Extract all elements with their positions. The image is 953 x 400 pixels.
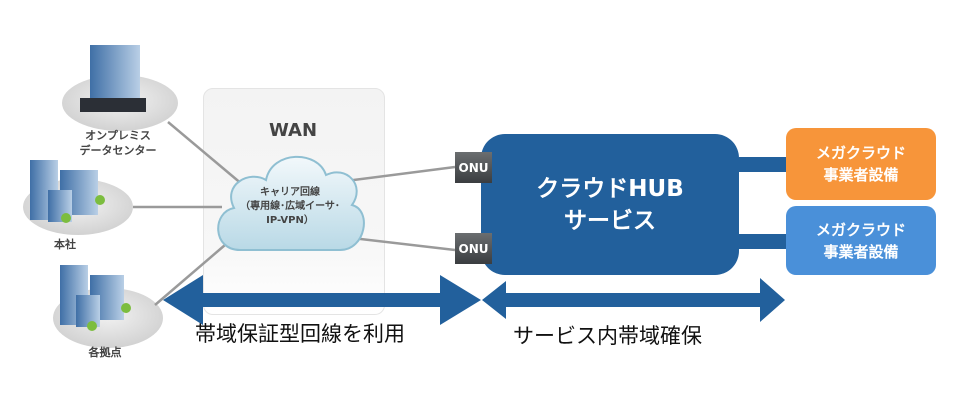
- guaranteed-line-arrow: [163, 275, 481, 325]
- service-bandwidth-caption: サービス内帯域確保: [513, 324, 702, 348]
- carrier-cloud-label: キャリア回線 （専用線･広域イーサ･ IP-VPN）: [215, 186, 365, 228]
- cloud-line: キャリア回線: [260, 187, 320, 198]
- cloud-line: IP-VPN）: [266, 215, 314, 226]
- hub-connector-1: [739, 157, 787, 172]
- mega-cloud-line: 事業者設備: [823, 242, 899, 261]
- datacenter-building-icon: [80, 45, 146, 112]
- link-datacenter: [167, 121, 244, 186]
- onu-box-2: ONU: [455, 233, 492, 264]
- datacenter-label: オンプレミス データセンター: [70, 128, 166, 158]
- datacenter-label-line: オンプレミス: [85, 129, 151, 142]
- onu-box-1: ONU: [455, 152, 492, 183]
- mega-cloud-line: 事業者設備: [823, 166, 899, 184]
- hub-title-line: クラウドHUB: [536, 175, 684, 202]
- branches-building-icon: [60, 265, 131, 331]
- branches-label: 各拠点: [88, 346, 122, 359]
- carrier-cloud-icon: [217, 155, 365, 251]
- service-bandwidth-arrow: [482, 278, 785, 322]
- mega-cloud-line: メガクラウド: [815, 220, 906, 239]
- cloud-hub-service-box: クラウドHUB サービス: [481, 134, 739, 275]
- mega-cloud-provider-box-2: メガクラウド 事業者設備: [786, 206, 936, 275]
- hub-connector-2: [739, 234, 787, 249]
- headquarters-building-icon: [30, 160, 105, 223]
- link-onu-2: [351, 236, 456, 252]
- mega-cloud-provider-box-1: メガクラウド 事業者設備: [786, 128, 936, 200]
- cloud-line: （専用線･広域イーサ･: [240, 201, 340, 212]
- datacenter-label-line: データセンター: [79, 144, 157, 157]
- guaranteed-line-caption: 帯域保証型回線を利用: [195, 322, 405, 346]
- wan-title: WAN: [268, 120, 318, 141]
- mega-cloud-line: メガクラウド: [815, 144, 906, 162]
- link-branches: [154, 244, 226, 306]
- hub-title-line: サービス: [564, 207, 656, 234]
- headquarters-label: 本社: [54, 238, 76, 251]
